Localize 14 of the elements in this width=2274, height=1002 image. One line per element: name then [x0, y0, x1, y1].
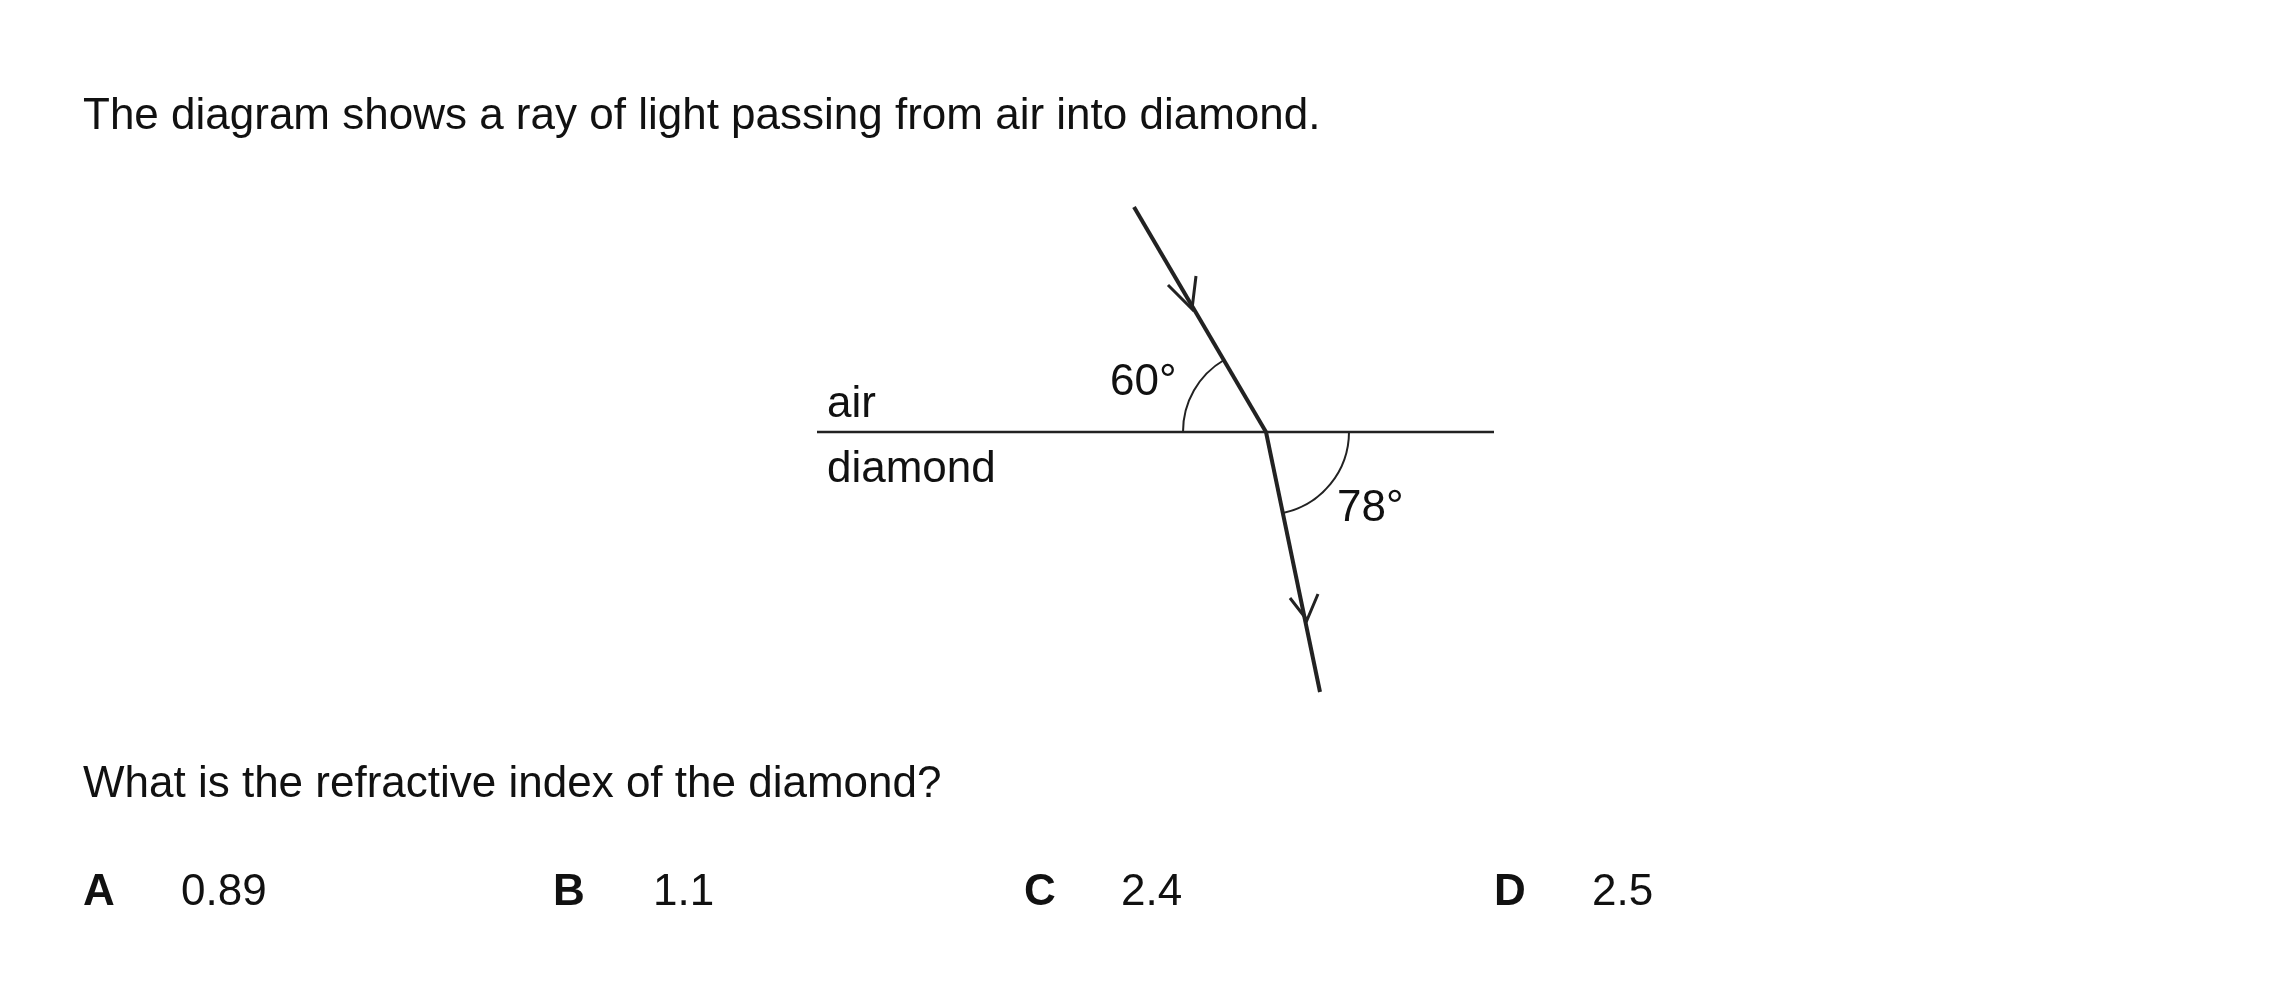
option-letter: C [1024, 866, 1056, 915]
option-value: 1.1 [653, 866, 715, 915]
medium-label: air [827, 378, 876, 427]
question-text: The diagram shows a ray of light passing from air into diamond. [83, 90, 1321, 139]
option-letter: D [1494, 866, 1526, 915]
angle-label: 60° [1110, 356, 1177, 405]
angle-label: 78° [1337, 482, 1404, 531]
option-letter: A [83, 866, 115, 915]
option-letter: B [553, 866, 585, 915]
option-value: 2.4 [1121, 866, 1183, 915]
option-value: 2.5 [1592, 866, 1654, 915]
medium-label: diamond [827, 443, 996, 492]
question-text: What is the refractive index of the diamond? [83, 758, 942, 807]
option-value: 0.89 [181, 866, 267, 915]
